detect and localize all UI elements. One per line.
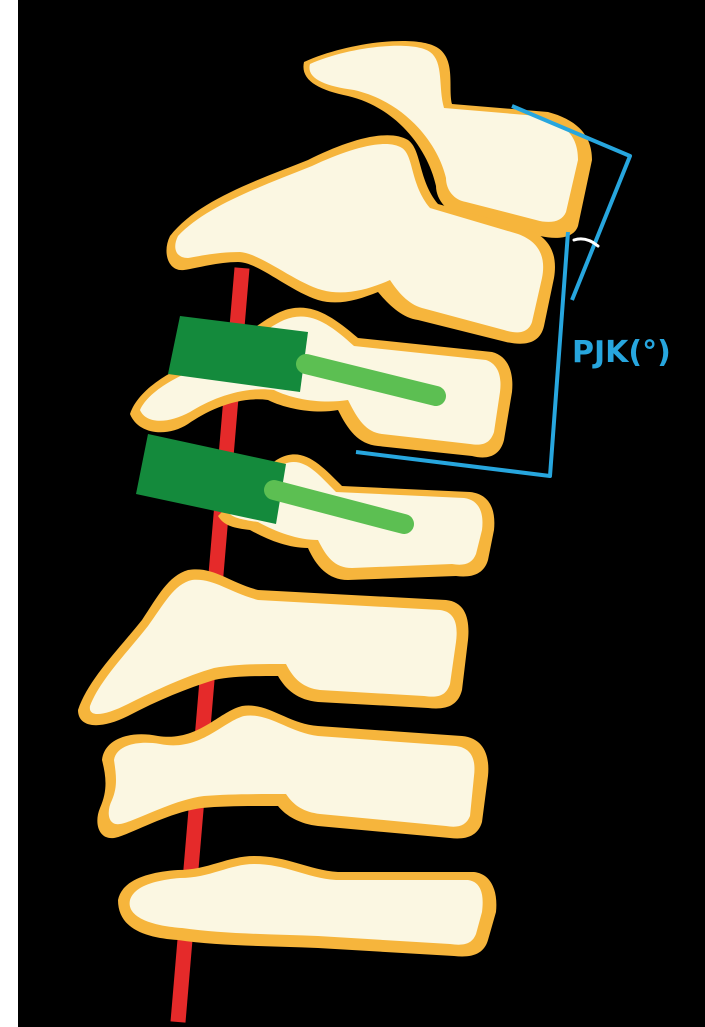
spine-diagram: PJK(°)	[18, 0, 705, 1027]
pjk-angle-label: PJK(°)	[572, 335, 671, 370]
pedicle-screw-lower	[136, 434, 404, 524]
vertebra-6	[97, 706, 488, 839]
spine-illustration: PJK(°)	[18, 0, 705, 1027]
screw-lower-head	[136, 434, 286, 524]
vertebra-7	[118, 856, 496, 956]
vertebra-5	[78, 569, 468, 725]
